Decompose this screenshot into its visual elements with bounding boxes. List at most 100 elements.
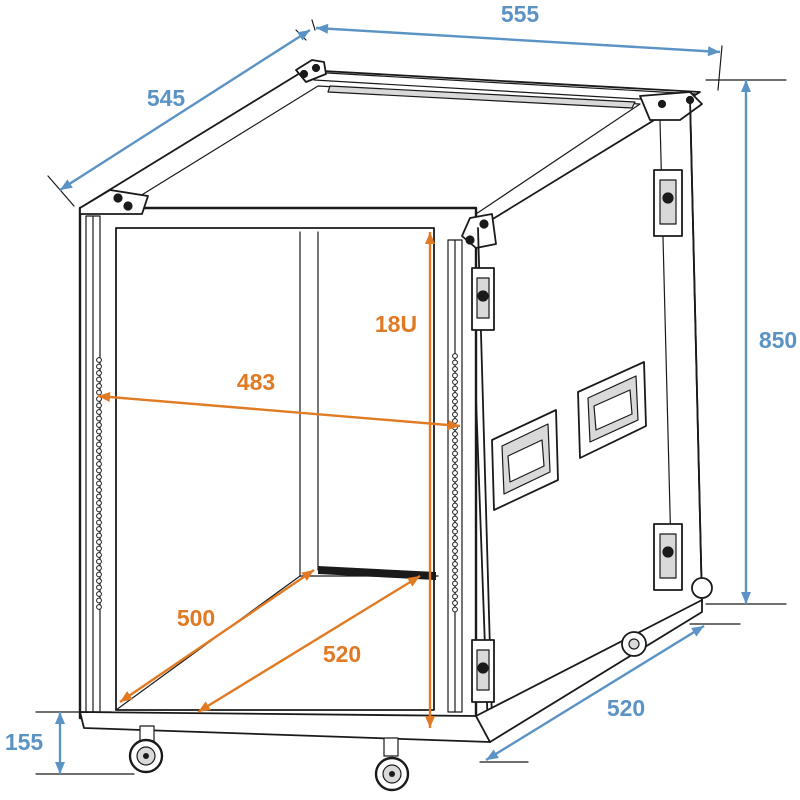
- rail-hole: [452, 392, 458, 398]
- rail-hole: [96, 552, 102, 558]
- rail-hole: [96, 409, 102, 415]
- rail-hole: [452, 470, 458, 476]
- rail-hole: [452, 587, 458, 593]
- corner-cap-rear-right: [639, 91, 703, 121]
- arrowhead-start: [198, 701, 211, 712]
- arrowhead-end: [691, 626, 704, 637]
- dimension-width: [315, 23, 721, 57]
- rail-hole: [452, 541, 458, 548]
- rail-hole: [96, 402, 102, 409]
- top-rear-rail: [309, 71, 697, 95]
- rail-hole: [96, 539, 102, 545]
- rail-hole: [96, 383, 102, 389]
- wheel-front-left: [128, 725, 164, 774]
- handle-right: [577, 361, 647, 459]
- rail-hole: [452, 580, 458, 587]
- rail-hole: [96, 558, 102, 565]
- rail-hole: [452, 502, 458, 509]
- rail-hole: [96, 480, 102, 487]
- dimension-line: [197, 574, 421, 714]
- rail-hole: [96, 415, 102, 422]
- ext-width-left: [311, 19, 316, 31]
- rail-hole: [96, 357, 102, 363]
- rail-hole: [452, 359, 458, 366]
- rail-hole: [452, 554, 458, 561]
- arrowhead-end: [407, 576, 420, 587]
- latch-top-front: [471, 267, 495, 331]
- rail-hole: [452, 509, 458, 515]
- rail-hole: [452, 561, 458, 567]
- rail-hole: [96, 363, 102, 370]
- rail-hole: [96, 389, 102, 396]
- arrowhead-start: [98, 392, 111, 402]
- rail-holes-left: [96, 357, 102, 610]
- dimension-wheel-height: [55, 712, 65, 774]
- handle-left: [491, 409, 559, 511]
- rail-hole: [96, 376, 102, 383]
- ext-depth-front: [47, 175, 75, 207]
- label-depth: 545: [147, 85, 186, 111]
- rail-hole: [96, 506, 102, 513]
- rail-hole: [452, 450, 458, 457]
- top-rear-rail-inner: [313, 79, 691, 103]
- arrowhead-start: [60, 179, 73, 190]
- rail-hole: [452, 483, 458, 489]
- arrowhead-end: [707, 46, 720, 57]
- rail-hole: [452, 515, 458, 522]
- dimension-line: [97, 394, 461, 428]
- rack-case: [78, 59, 713, 792]
- dimension-depth-bottom: [485, 624, 705, 762]
- label-depth-rail: 500: [177, 605, 215, 631]
- rail-hole: [96, 461, 102, 467]
- rail-hole: [96, 519, 102, 526]
- rail-hole: [96, 597, 102, 604]
- rail-hole: [452, 567, 458, 574]
- corner-cap-top-right: [461, 213, 497, 249]
- rail-hole: [452, 574, 458, 580]
- rail-hole: [96, 370, 102, 376]
- rail-hole: [96, 474, 102, 480]
- rail-hole: [452, 379, 458, 385]
- rail-hole: [96, 513, 102, 519]
- rail-hole: [452, 353, 458, 359]
- rail-hole: [96, 428, 102, 435]
- rail-hole: [452, 476, 458, 483]
- rail-hole: [452, 405, 458, 411]
- arrowhead-start: [425, 232, 435, 244]
- rail-hole: [96, 584, 102, 591]
- rail-hole: [452, 496, 458, 502]
- rail-hole: [452, 385, 458, 392]
- corner-cap-top-left: [79, 189, 149, 215]
- front-rail-right: [447, 239, 463, 713]
- dimension-rack-width: [97, 392, 461, 430]
- rail-hole: [452, 437, 458, 444]
- rail-hole: [96, 500, 102, 506]
- arrowhead-start: [316, 23, 329, 34]
- arrowhead-end: [55, 762, 65, 774]
- rail-hole: [96, 448, 102, 454]
- rail-hole: [452, 444, 458, 450]
- dimension-depth-floor: [197, 574, 421, 714]
- corner-cap-rear-left: [295, 59, 327, 83]
- rail-hole: [96, 422, 102, 428]
- rail-hole: [96, 591, 102, 597]
- rail-hole: [452, 535, 458, 541]
- side-rear-edge: [689, 97, 703, 603]
- rail-hole: [452, 548, 458, 554]
- label-height: 850: [759, 327, 797, 353]
- arrowhead-end: [741, 592, 751, 604]
- rail-hole: [96, 604, 102, 610]
- rail-hole: [452, 372, 458, 379]
- rail-hole: [96, 435, 102, 441]
- rail-hole: [96, 454, 102, 461]
- rail-hole: [452, 593, 458, 600]
- arrowhead-start: [741, 80, 751, 92]
- arrowhead-start: [120, 691, 133, 702]
- rail-hole: [96, 441, 102, 448]
- dimension-height: [741, 80, 751, 604]
- label-depth-bottom: 520: [607, 695, 645, 721]
- rail-hole: [96, 467, 102, 474]
- arrowhead-end: [425, 716, 435, 728]
